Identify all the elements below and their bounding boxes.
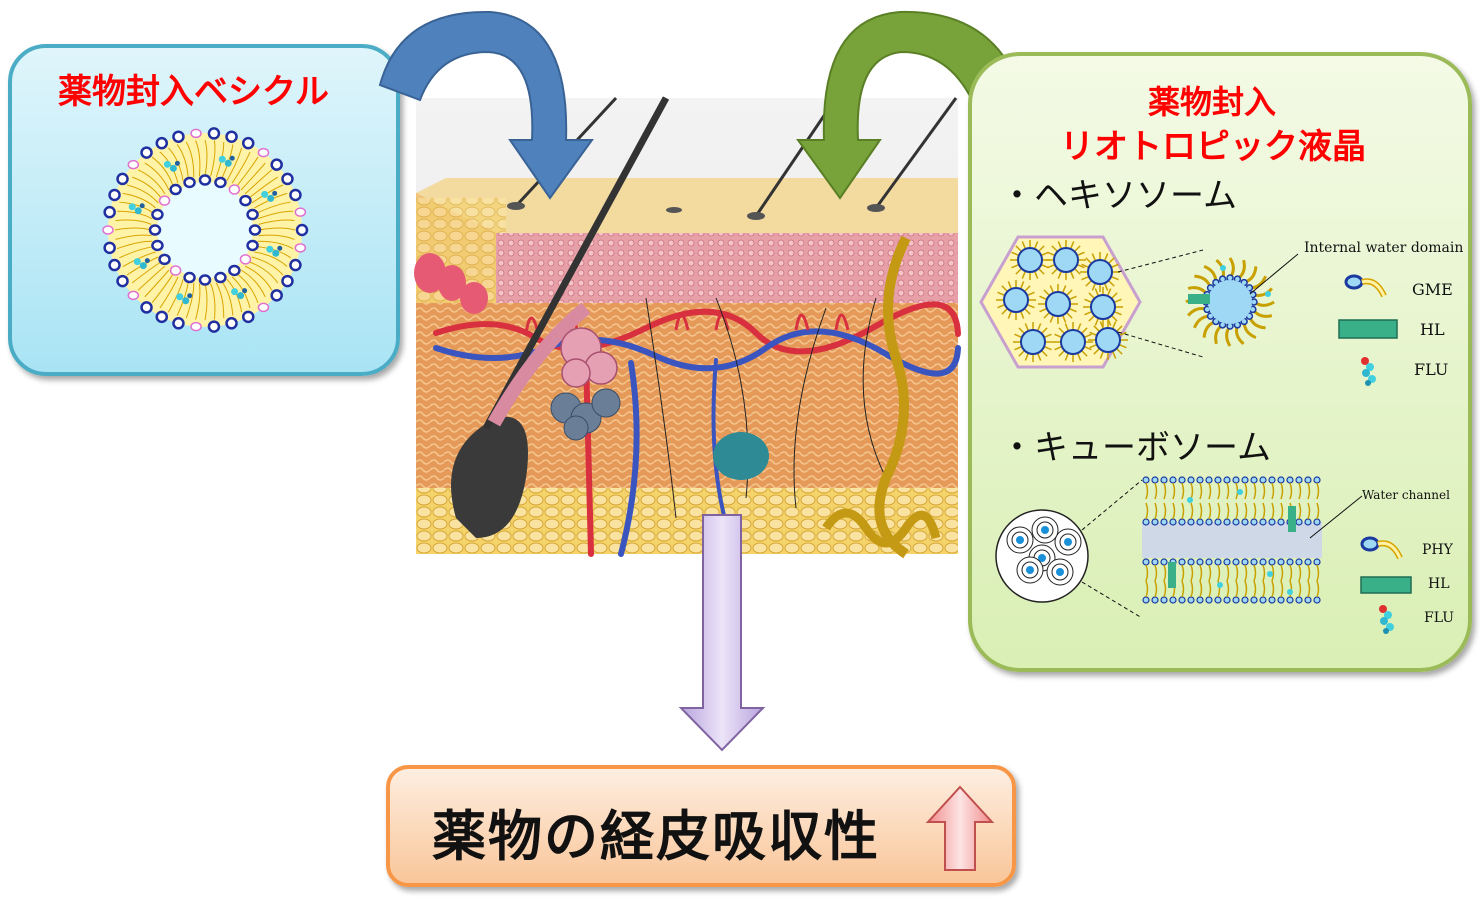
vesicle-illustration — [102, 127, 309, 333]
curved-arrow-blue — [378, 10, 594, 200]
hl-icon — [1338, 319, 1398, 339]
hexosome-illustration — [979, 235, 1299, 369]
hexosome-label: ・ヘキソソーム — [1000, 176, 1237, 216]
lc-title-line1: 薬物封入 — [1148, 83, 1277, 121]
legend-hl-cubo: HL — [1428, 576, 1450, 592]
up-arrow-icon — [925, 785, 995, 871]
down-arrow — [678, 514, 766, 752]
legend-hl-hex: HL — [1420, 320, 1445, 339]
legend-flu-hex: FLU — [1414, 360, 1449, 379]
water-channel-label: Water channel — [1362, 488, 1450, 502]
result-panel — [386, 765, 1016, 887]
flu-icon — [1361, 357, 1376, 386]
hl-icon — [1360, 576, 1412, 594]
cubosome-label: ・キューボソーム — [1000, 428, 1271, 468]
curved-arrow-green — [796, 10, 1014, 200]
legend-gme: GME — [1412, 280, 1453, 299]
internal-water-domain-label: Internal water domain — [1304, 240, 1464, 256]
phy-icon — [1360, 536, 1403, 560]
gme-icon — [1344, 274, 1387, 298]
legend-flu-cubo: FLU — [1424, 610, 1455, 626]
vesicle-title: 薬物封入ベシクル — [58, 72, 329, 112]
legend-phy: PHY — [1422, 542, 1453, 558]
cubosome-illustration — [995, 476, 1363, 619]
skin-cross-section-illustration — [414, 96, 961, 559]
flu-icon — [1379, 605, 1394, 634]
lc-title-line2: リオトロピック液晶 — [1060, 127, 1366, 167]
result-text: 薬物の経皮吸収性 — [432, 805, 880, 868]
